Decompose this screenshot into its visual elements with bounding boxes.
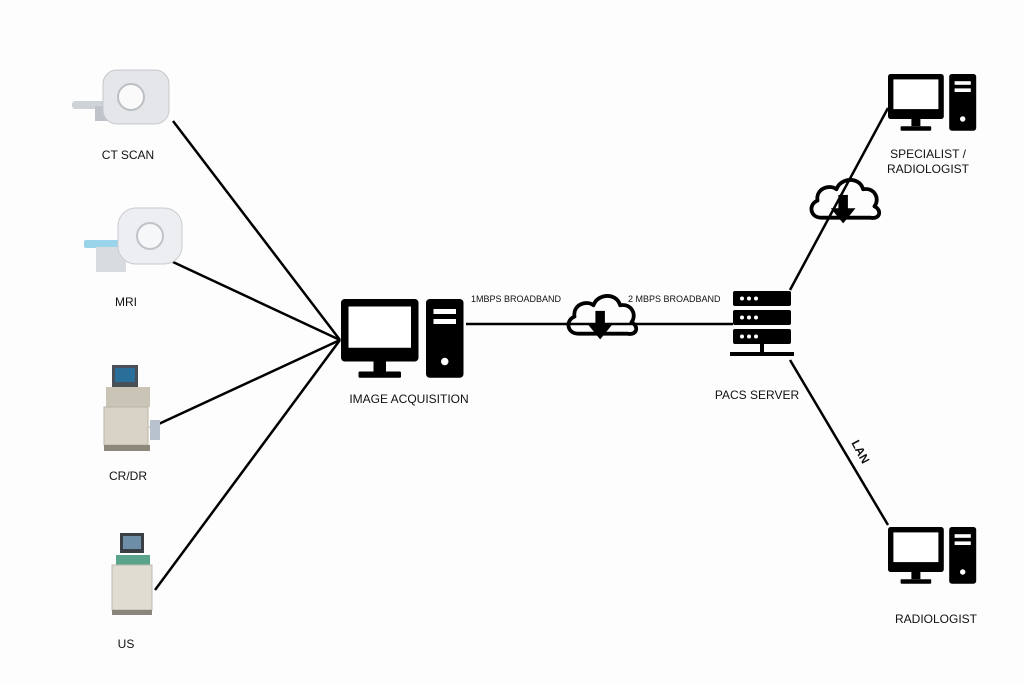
specialist-label-line1: SPECIALIST / <box>890 147 966 161</box>
mri-scanner-icon <box>84 207 183 272</box>
link-us-to-acquisition <box>153 339 342 591</box>
ultrasound-machine-icon <box>111 533 153 615</box>
mri-label: MRI <box>115 295 137 309</box>
link-mri-to-acquisition <box>172 260 341 342</box>
cr-dr-machine-icon <box>103 365 160 451</box>
server-icon <box>730 291 794 356</box>
broadband-2mbps-label: 2 MBPS BROADBAND <box>628 294 721 304</box>
desktop-computer-icon <box>341 299 464 378</box>
link-crdr-to-acquisition <box>149 338 341 430</box>
desktop-computer-icon <box>888 74 977 131</box>
ct-scan-label: CT SCAN <box>101 148 155 162</box>
pacs-server-label: PACS SERVER <box>714 388 800 402</box>
specialist-label-line2: RADIOLOGIST <box>886 162 970 176</box>
cloud-download-icon <box>566 294 639 342</box>
cr-dr-label: CR/DR <box>109 469 147 483</box>
desktop-computer-icon <box>888 527 977 584</box>
us-label: US <box>117 637 135 651</box>
link-ct-to-acquisition <box>172 120 341 341</box>
broadband-1mbps-label: 1MBPS BROADBAND <box>471 294 562 304</box>
image-acquisition-label: IMAGE ACQUISITION <box>349 392 469 406</box>
ct-scanner-icon <box>72 69 170 125</box>
link-pacs-to-radiologist <box>788 359 890 526</box>
radiologist-label: RADIOLOGIST <box>894 612 978 626</box>
